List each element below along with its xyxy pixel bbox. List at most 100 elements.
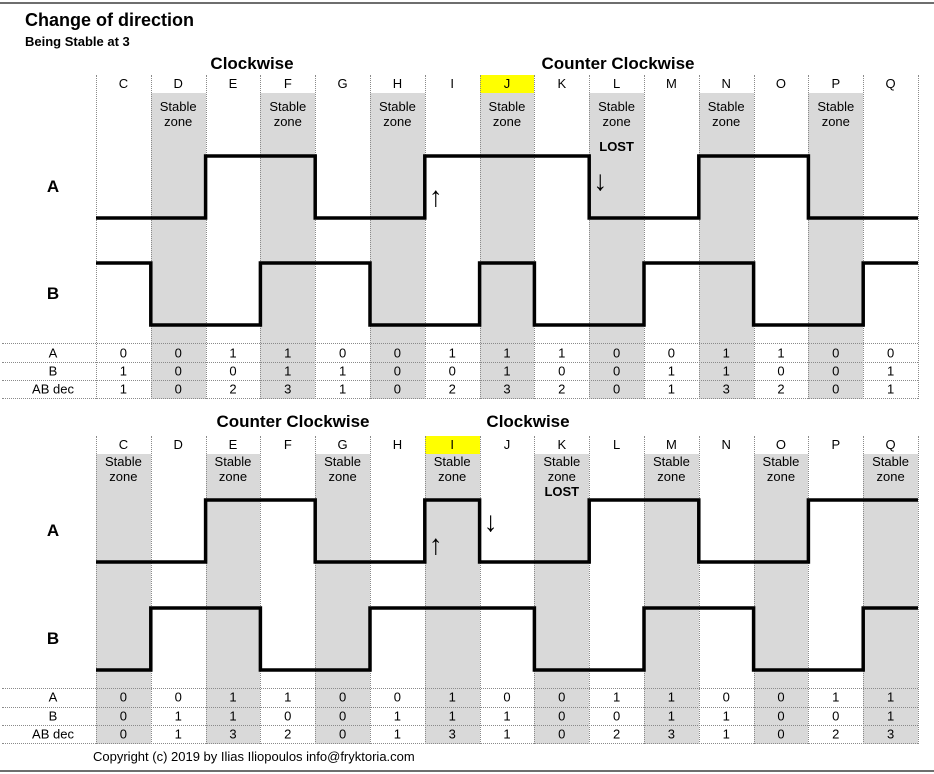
table-cell: 1	[558, 345, 566, 361]
stable-zone-label-line2: zone	[218, 469, 248, 484]
table-cell: 1	[229, 708, 237, 724]
stable-zone-column	[589, 93, 644, 399]
table-cell: 1	[722, 726, 730, 742]
table-cell: 1	[393, 708, 402, 724]
stable-zone-label-line1: Stable	[269, 99, 307, 114]
table-cell: 2	[284, 726, 292, 742]
column-grid-line	[863, 436, 865, 744]
table-grid-line	[2, 362, 918, 363]
table-cell: 0	[119, 345, 128, 361]
table-cell: 1	[503, 726, 511, 742]
stable-zone-label-line1: Stable	[433, 454, 471, 469]
column-letter: D	[173, 76, 183, 91]
column-letter: M	[665, 437, 677, 452]
column-grid-line	[315, 75, 317, 399]
table-cell: 3	[503, 381, 511, 397]
table-cell: 1	[338, 381, 347, 397]
table-cell: 0	[393, 363, 402, 379]
column-letter: D	[173, 437, 183, 452]
column-grid-line	[205, 75, 207, 399]
table-cell: 0	[777, 689, 785, 705]
table-cell: 1	[886, 708, 895, 724]
table-row-label: A	[48, 345, 58, 361]
table-cell: 1	[448, 708, 456, 724]
table-cell: 1	[229, 345, 237, 361]
table-grid-line	[2, 743, 918, 744]
section-title-left: Counter Clockwise	[216, 412, 370, 431]
column-letter: C	[118, 437, 129, 452]
table-cell: 1	[119, 363, 128, 379]
stable-zone-label-line1: Stable	[324, 454, 362, 469]
stable-zone-column	[260, 93, 316, 399]
table-cell: 1	[393, 726, 402, 742]
table-grid-line	[2, 688, 918, 689]
table-grid-line	[2, 398, 918, 399]
table-cell: 0	[284, 708, 292, 724]
signal-label-b: B	[46, 629, 60, 648]
column-letter: G	[337, 76, 348, 91]
column-grid-line	[918, 436, 919, 744]
table-cell: 0	[558, 726, 566, 742]
column-letter: M	[665, 76, 677, 91]
stable-zone-column	[150, 93, 206, 399]
table-row-label: B	[48, 708, 58, 724]
stable-zone-label-line2: zone	[712, 114, 741, 129]
column-grid-line	[370, 436, 371, 744]
column-letter: I	[450, 76, 454, 91]
table-row-label: A	[48, 689, 58, 705]
table-cell: 1	[722, 345, 730, 361]
stable-zone-label-line2: zone	[109, 469, 138, 484]
column-grid-line	[479, 75, 481, 399]
table-cell: 0	[174, 345, 182, 361]
table-cell: 1	[667, 708, 676, 724]
column-letter: C	[118, 76, 129, 91]
stable-zone-label-line2: zone	[492, 114, 522, 129]
stable-zone-label-line1: Stable	[707, 99, 745, 114]
table-grid-line	[2, 380, 918, 381]
stable-zone-label-line1: Stable	[872, 454, 910, 469]
table-cell: 0	[777, 363, 785, 379]
table-cell: 0	[558, 689, 566, 705]
table-grid-line	[2, 725, 918, 726]
column-letter-highlighted: J	[479, 75, 535, 93]
stable-zone-label-line1: Stable	[104, 454, 142, 469]
column-letter: E	[228, 76, 238, 91]
table-cell: 3	[284, 381, 292, 397]
table-cell: 0	[229, 363, 237, 379]
column-letter: O	[775, 437, 787, 452]
column-grid-line	[808, 75, 810, 399]
column-letter: K	[557, 76, 567, 91]
table-cell: 1	[612, 689, 621, 705]
column-grid-line	[918, 75, 919, 399]
column-letter: Q	[885, 76, 896, 91]
column-grid-line	[96, 436, 97, 744]
column-letter: N	[721, 76, 731, 91]
down-arrow-icon: ↓	[483, 506, 498, 537]
column-grid-line	[260, 436, 262, 744]
stable-zone-label-line2: zone	[657, 469, 686, 484]
table-cell: 0	[393, 689, 402, 705]
lost-label: LOST	[544, 484, 580, 499]
table-cell: 1	[174, 726, 182, 742]
table-cell: 0	[174, 381, 182, 397]
column-letter: E	[228, 437, 238, 452]
table-cell: 1	[667, 381, 676, 397]
column-grid-line	[698, 436, 700, 744]
column-letter: Q	[885, 437, 896, 452]
table-cell: 0	[558, 363, 566, 379]
column-grid-line	[424, 436, 426, 744]
column-letter: K	[557, 437, 567, 452]
table-grid-line	[2, 343, 918, 344]
table-cell: 0	[612, 381, 621, 397]
table-cell: 0	[832, 345, 840, 361]
table-cell: 1	[503, 363, 511, 379]
